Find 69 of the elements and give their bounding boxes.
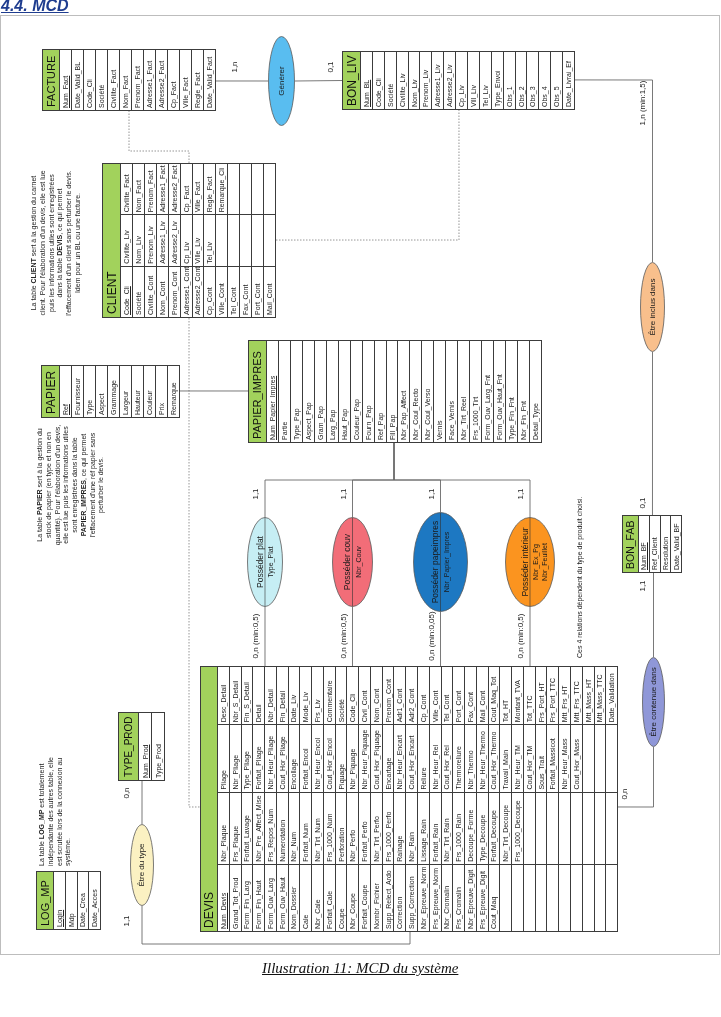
relation-name: Posséder couv: [343, 533, 352, 591]
entity-table: [41, 365, 180, 418]
connector-line: [652, 351, 653, 516]
entity-header: DEVIS: [201, 667, 218, 931]
relation-ellipse: [640, 262, 665, 352]
entity-table: [42, 49, 216, 111]
cardinality-label: 0,n: [123, 787, 131, 799]
entity-table: [200, 666, 618, 932]
connector-line: [617, 746, 654, 808]
relation-ellipse: [642, 657, 665, 747]
cardinality-label: 1,1: [123, 915, 131, 927]
entity-table: [118, 712, 165, 781]
cardinality-label: 1,1: [427, 488, 436, 500]
relation-name: Être du type: [138, 843, 146, 887]
connector-line: [574, 79, 653, 263]
connector-line: [529, 606, 531, 667]
connector-line: [294, 80, 343, 82]
relation-name: Posséder papeimpres: [431, 520, 440, 604]
cardinality-label: 1,n: [231, 61, 239, 73]
cardinality-label: 0,1: [327, 61, 335, 73]
entity-table: [36, 871, 101, 930]
relation-ellipse: [332, 517, 373, 607]
relation-ellipse: [505, 517, 555, 607]
entity-header: FACTURE: [43, 50, 60, 110]
cardinality-label: 0,n (min:0,5): [252, 613, 260, 659]
entity-table: [342, 51, 575, 110]
relation-name: Être inclus dans: [648, 278, 657, 336]
cardinality-label: 0,n: [621, 788, 629, 800]
cardinality-label: 0,n (min:0,5): [339, 613, 348, 659]
connector-line: [179, 390, 249, 392]
figure-caption: Illustration 11: MCD du système: [262, 959, 459, 978]
entity-header: BON_FAB: [623, 516, 639, 572]
relation-ellipse: [268, 36, 295, 126]
relation-ellipse: [130, 824, 154, 906]
entity-header: LOG_MP: [37, 872, 54, 929]
section-heading: 4.4. MCD: [1, 0, 69, 14]
connector-line: [393, 442, 531, 518]
connector-line: [141, 780, 143, 825]
relation-name: Être contenue dans: [649, 667, 658, 737]
dotted-connector: [275, 109, 460, 241]
entity-header: TYPE_PROD: [119, 713, 139, 780]
entity-header: BON_LIV: [343, 52, 361, 109]
cardinality-label: 0,1: [639, 497, 647, 509]
cardinality-label: 0,n (min:0,05): [427, 611, 436, 661]
relation-ellipse: [247, 517, 283, 607]
entity-table: [102, 163, 276, 318]
connector-line: [653, 572, 654, 658]
entity-header: PAPIER_IMPRES: [249, 341, 267, 442]
dotted-connector: [128, 110, 190, 164]
cardinality-label: 1,1: [252, 488, 260, 500]
cardinality-label: 0,n (min:0,5): [517, 613, 525, 659]
relation-name: Générer: [277, 66, 286, 96]
connector-line: [440, 611, 441, 667]
connector-line: [141, 905, 411, 945]
dotted-connector: [188, 317, 201, 808]
cardinality-label: 1,n (min:1,5): [639, 80, 647, 126]
relation-name: Posséder plat: [255, 536, 264, 588]
cardinality-label: 1,1: [639, 580, 647, 592]
relation-ellipse: [413, 512, 468, 612]
entity-table: [248, 340, 542, 443]
cardinality-label: 1,1: [339, 488, 348, 500]
entity-table: [622, 515, 682, 573]
connector-line: [352, 606, 353, 667]
cardinality-label: 1,1: [517, 488, 525, 500]
relation-name: Posséder intérieur: [520, 527, 529, 597]
entity-header: PAPIER: [42, 366, 60, 417]
connector-line: [264, 606, 266, 667]
connector-line: [215, 80, 269, 82]
entity-header: CLIENT: [103, 164, 121, 317]
